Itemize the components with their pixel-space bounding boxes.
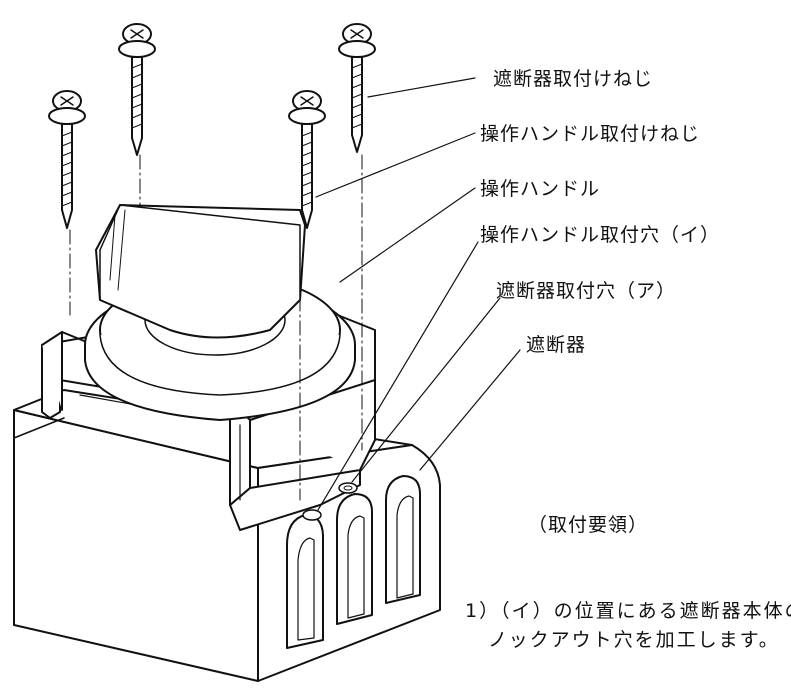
leader-handle-screw	[315, 132, 476, 198]
screw-back-right	[338, 23, 376, 153]
label-handle-screw: 操作ハンドル取付けねじ	[480, 123, 701, 145]
procedure-step-1-line-1: 1）（イ）の位置にある遮断器本体の	[465, 600, 791, 622]
screw-back-left	[118, 23, 156, 156]
center-lines	[69, 154, 363, 501]
label-breaker-screw: 遮断器取付けねじ	[493, 68, 654, 90]
leader-lines	[315, 77, 521, 511]
label-handle-hole: 操作ハンドル取付穴（イ）	[480, 224, 721, 246]
procedure-title: （取付要領）	[528, 514, 649, 536]
procedure-step-1-line-2: ノックアウト穴を加工します。	[488, 629, 780, 651]
leader-breaker	[419, 349, 521, 471]
operating-handle	[84, 204, 356, 421]
leader-handle	[339, 187, 476, 283]
label-handle: 操作ハンドル	[480, 178, 601, 200]
breaker-body	[13, 389, 441, 682]
label-breaker-hole: 遮断器取付穴（ア）	[496, 280, 677, 302]
leader-handle-hole	[317, 241, 479, 511]
breaker-terminals	[286, 475, 421, 649]
screw-front-right	[288, 90, 326, 229]
label-breaker: 遮断器	[526, 334, 587, 356]
leader-breaker-hole	[351, 297, 501, 483]
screw-front-left	[48, 90, 86, 229]
leader-breaker-screw	[367, 77, 476, 98]
